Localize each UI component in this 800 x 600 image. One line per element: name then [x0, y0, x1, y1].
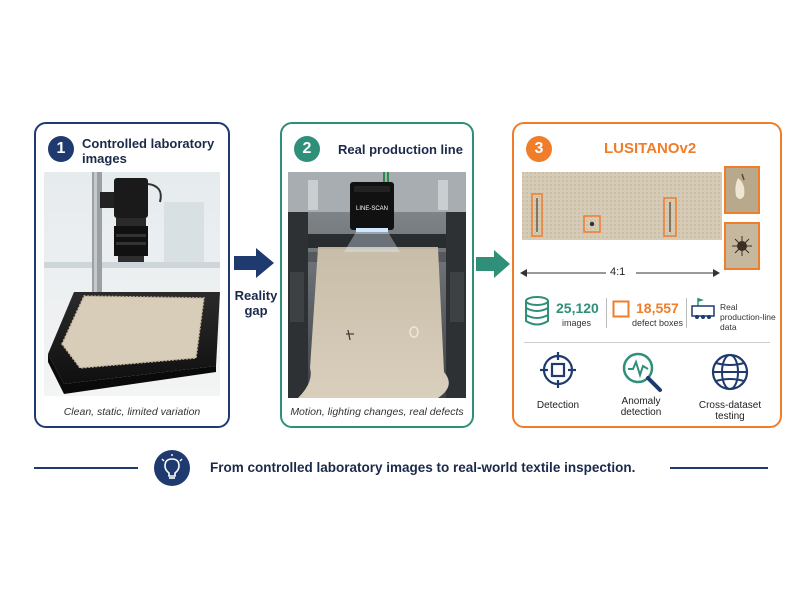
- panel-title-line2: images: [82, 151, 127, 166]
- footer-tagline: From controlled laboratory images to rea…: [210, 460, 636, 475]
- defect-zoom-hole: [724, 166, 760, 214]
- capability-cross-dataset: Cross-dataset testing: [688, 400, 772, 422]
- globe-icon: [711, 353, 749, 391]
- step-badge-1: 1: [48, 136, 74, 162]
- capability-cross-line1: Cross-dataset: [698, 400, 762, 411]
- divider: [524, 342, 770, 343]
- target-icon: [540, 352, 576, 388]
- images-count: 25,120: [556, 300, 599, 316]
- panel-title: Real production line: [338, 142, 463, 157]
- lab-microscope-image: [44, 172, 220, 396]
- ratio-label: 4:1: [610, 266, 626, 278]
- divider: [686, 298, 687, 328]
- capability-cross-line2: testing: [715, 411, 745, 422]
- panel-laboratory: 1 Controlled laboratory images: [34, 122, 230, 428]
- step-badge-2: 2: [294, 136, 320, 162]
- defect-boxes-label: defect boxes: [632, 318, 684, 328]
- production-data-line3: data: [720, 322, 737, 332]
- arrow-right-icon: [234, 248, 274, 278]
- factory-icon: [691, 298, 715, 319]
- bounding-box-icon: [612, 300, 630, 318]
- panel-title-line1: Controlled laboratory: [82, 136, 215, 151]
- defect-box: [583, 215, 601, 233]
- defect-zoom-stain: [724, 222, 760, 270]
- production-line-image: LINE-SCAN: [288, 172, 466, 398]
- divider: [606, 298, 607, 328]
- capability-anomaly-line1: Anomaly: [621, 396, 661, 407]
- fabric-strip-image: [522, 172, 722, 240]
- reality-gap-label: Reality gap: [228, 288, 284, 318]
- defect-box: [663, 197, 677, 237]
- defect-boxes-count: 18,557: [636, 300, 679, 316]
- reality-gap-line1: Reality: [234, 288, 278, 303]
- footer-divider-left: [34, 467, 138, 469]
- arrow-right-icon: [476, 250, 510, 278]
- dataset-title: LUSITANOv2: [604, 140, 697, 157]
- production-photo: LINE-SCAN: [288, 172, 466, 398]
- ratio-arrow: [520, 266, 720, 280]
- production-data-line2: production-line: [720, 312, 776, 322]
- lightbulb-icon: [154, 450, 190, 486]
- panel-caption: Clean, static, limited variation: [63, 406, 201, 418]
- production-data-line1: Real: [720, 302, 738, 312]
- reality-gap-line2: gap: [244, 303, 268, 318]
- panel-title: Controlled laboratory images: [82, 136, 214, 166]
- magnifier-pulse-icon: [622, 352, 662, 392]
- images-label: images: [562, 318, 592, 328]
- panel-dataset: 3 LUSITANOv2 4:1: [512, 122, 782, 428]
- camera-label: LINE-SCAN: [356, 206, 388, 212]
- footer-divider-right: [670, 467, 768, 469]
- defect-box: [531, 193, 543, 237]
- lab-photo: [44, 172, 220, 396]
- panel-production-line: 2 Real production line: [280, 122, 474, 428]
- capability-detection: Detection: [536, 400, 580, 411]
- capability-anomaly-line2: detection: [620, 407, 662, 418]
- step-badge-3: 3: [526, 136, 552, 162]
- panel-caption: Motion, lighting changes, real defects: [290, 406, 464, 418]
- production-data-label: Real production-line data: [720, 302, 776, 332]
- capability-anomaly: Anomaly detection: [606, 396, 676, 418]
- database-icon: [525, 296, 549, 326]
